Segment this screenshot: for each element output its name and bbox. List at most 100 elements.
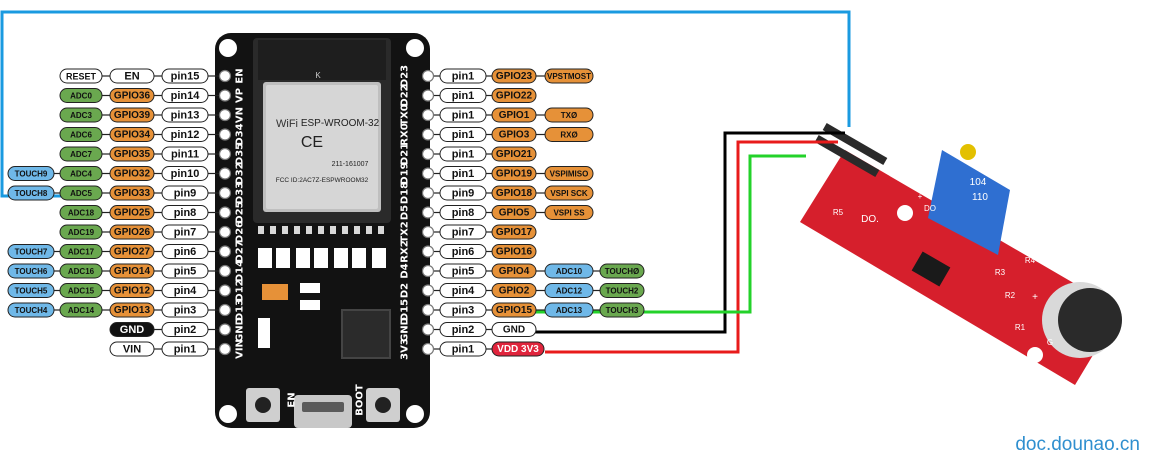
en-button-label: EN <box>287 392 298 407</box>
pin-label-text: pin2 <box>452 324 475 336</box>
gpio-label: GPIO25 <box>109 205 155 220</box>
touch-label: TOUCH3 <box>599 302 645 318</box>
func-label: VPSTMOST <box>544 68 594 84</box>
gpio-label: GPIO4 <box>491 263 537 279</box>
pin-label: pin9 <box>161 185 209 201</box>
adc-label-text: ADC3 <box>70 111 92 120</box>
gpio-label-text: GPIO14 <box>114 266 151 277</box>
gpio-label-text: GPIO23 <box>496 71 533 82</box>
adc-label: ADC6 <box>59 127 103 142</box>
board-pin-label: D33 <box>235 182 246 204</box>
pin-label-text: pin1 <box>452 71 475 83</box>
func-label-text: VSPI SCK <box>550 189 588 198</box>
board-pin-label: D13 <box>235 299 246 321</box>
gpio-label: GPIO12 <box>109 283 155 298</box>
touch-label-text: TOUCHØ <box>605 267 640 276</box>
pin-label-text: pin1 <box>452 168 475 180</box>
sensor-r2-label: R2 <box>1005 291 1016 300</box>
gpio-label: GPIO1 <box>491 107 537 123</box>
touch-label-text: TOUCH6 <box>15 267 48 276</box>
touch-label: TOUCH9 <box>7 166 55 181</box>
pin-label-text: pin7 <box>174 227 197 239</box>
board-pin-label: RX2 <box>400 240 411 262</box>
header-pin <box>218 323 232 336</box>
pin-label: pin1 <box>439 166 487 181</box>
gpio-label-text: GPIO35 <box>114 149 151 160</box>
gpio-label-text: GPIO18 <box>496 188 533 199</box>
header-pin <box>421 225 435 239</box>
power-label-text: GND <box>503 325 525 336</box>
touch-label: TOUCHØ <box>599 263 645 279</box>
power-label-text: GND <box>120 324 145 336</box>
func-label-text: RXØ <box>560 131 577 140</box>
board-pin-label: D4 <box>400 263 411 278</box>
sound-sensor-module <box>800 123 1122 385</box>
gpio-label-text: GPIO27 <box>114 247 151 258</box>
pin-label-text: pin11 <box>171 149 199 161</box>
reset-label: RESET <box>59 68 103 84</box>
gpio-label: GPIO18 <box>491 185 537 201</box>
gpio-label-text: GPIO17 <box>496 227 533 238</box>
board-text: ENVPVND34D35D32D33D25D26D27D14D12D13GNDV… <box>235 65 411 416</box>
header-pin <box>218 206 232 219</box>
sensor-header-label: DO <box>924 204 936 213</box>
board-pin-label: D21 <box>400 143 411 165</box>
sensor-r4-label: R4 <box>1025 256 1036 265</box>
pin-label: pin9 <box>439 185 487 201</box>
func-label: VSPI SCK <box>544 185 594 201</box>
board-pin-label: D18 <box>400 182 411 204</box>
pin-label: pin4 <box>161 283 209 298</box>
board-pin-label: D35 <box>235 143 246 165</box>
gpio-label: GPIO36 <box>109 88 155 103</box>
en-label: EN <box>109 68 155 84</box>
gpio-label: GPIO33 <box>109 185 155 201</box>
func-label-text: VPSTMOST <box>547 72 591 81</box>
board-pin-label: D22 <box>400 84 411 106</box>
pin-label: pin7 <box>161 224 209 240</box>
pin-label: pin5 <box>161 263 209 279</box>
gpio-label-text: GPIO22 <box>496 91 533 102</box>
pin-label: pin7 <box>439 224 487 240</box>
adc-label: ADC17 <box>59 244 103 259</box>
pin-label: pin6 <box>161 244 209 259</box>
board-pin-label: VN <box>235 107 246 123</box>
func-label: VSPI SS <box>544 205 594 220</box>
adc-label: ADC19 <box>59 224 103 240</box>
board-pin-en: EN <box>235 68 246 83</box>
header-pin <box>421 167 435 180</box>
adc-label-text: ADC7 <box>70 150 92 159</box>
header-pin <box>421 206 435 219</box>
gpio-label: GPIO27 <box>109 244 155 259</box>
gpio-label: GPIO2 <box>491 283 537 298</box>
board-pin-label: D27 <box>235 240 246 262</box>
pin-label-text: pin1 <box>452 90 475 102</box>
pin-label: pin4 <box>439 283 487 298</box>
pot-text-110: 110 <box>972 192 988 203</box>
board-pin-label: D14 <box>235 260 246 282</box>
sensor-r3-label: R3 <box>995 268 1006 277</box>
pin-label-text: pin5 <box>174 266 197 278</box>
adc-label-text: ADC15 <box>68 287 95 296</box>
board-pin-label: TX0 <box>400 104 411 126</box>
pin-label-text: pin12 <box>171 129 200 141</box>
touch-label: TOUCH7 <box>7 244 55 259</box>
gpio-label: GPIO26 <box>109 224 155 240</box>
sensor-header-label: + <box>918 192 923 201</box>
pin-label-text: pin6 <box>452 246 475 258</box>
sensor-header-label: G <box>907 180 913 189</box>
header-pin <box>218 245 232 258</box>
pin-label-text: pin2 <box>174 324 197 336</box>
pin-label: pin3 <box>439 302 487 318</box>
header-pin <box>218 225 232 239</box>
adc-label: ADC0 <box>59 88 103 103</box>
adc-label-text: ADC19 <box>68 228 95 237</box>
gpio-label-text: GPIO4 <box>499 266 530 277</box>
gpio-label-text: GPIO15 <box>496 305 533 316</box>
touch-label: TOUCH6 <box>7 263 55 279</box>
pin-label-text: pin9 <box>452 188 475 200</box>
header-pin <box>421 147 435 161</box>
adc-label: ADC3 <box>59 107 103 123</box>
